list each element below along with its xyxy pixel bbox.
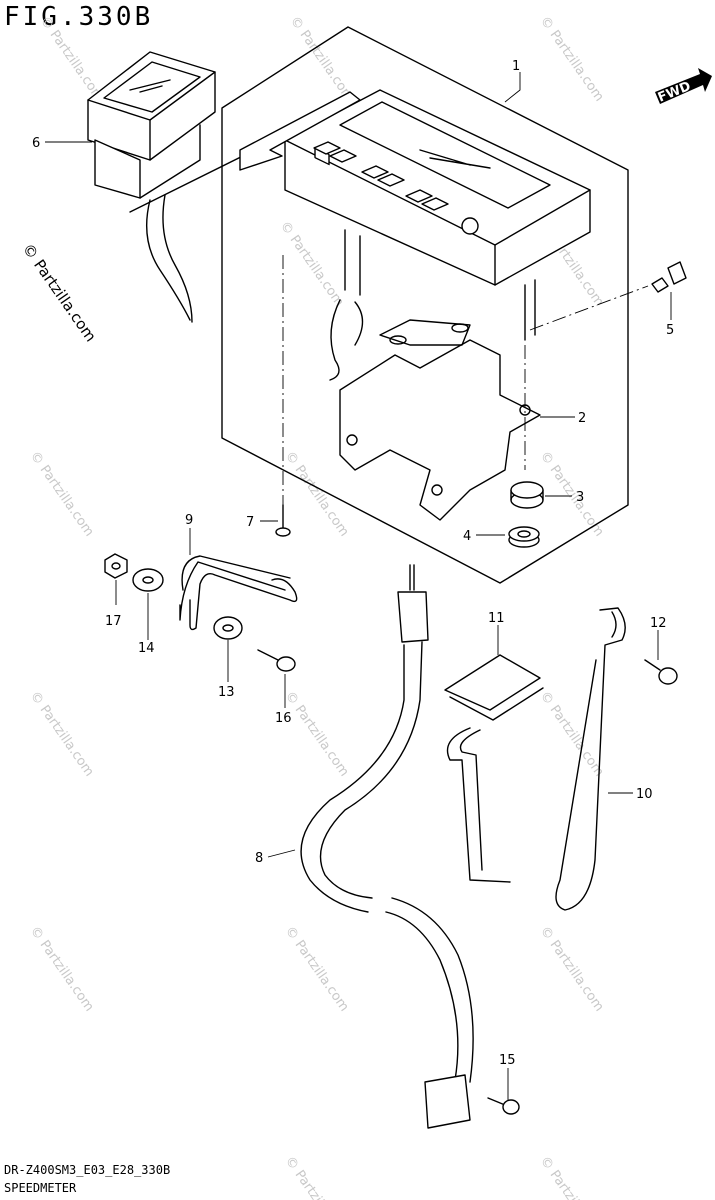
callout-13: 13	[218, 685, 235, 700]
forward-arrow-icon	[655, 68, 712, 104]
callout-8: 8	[255, 851, 263, 866]
part-1-speedometer-unit	[239, 89, 591, 381]
watermark: © Partzilla.com	[537, 924, 607, 1015]
callout-17: 17	[105, 614, 122, 629]
figure-title: FIG.330B	[4, 2, 154, 32]
part-15-screw	[487, 1097, 520, 1115]
part-5-bolt	[651, 261, 687, 293]
watermark: © Partzilla.com	[537, 449, 607, 540]
part-9-clamp	[179, 555, 298, 631]
section-name: SPEEDMETER	[4, 1181, 77, 1195]
watermark: © Partzilla.com	[27, 689, 97, 780]
watermark: © Partzilla.com	[27, 924, 97, 1015]
watermark: © Partzilla.com	[282, 449, 352, 540]
part-12-screw	[644, 659, 678, 685]
watermark: © Partzilla.com	[37, 14, 107, 105]
callout-14: 14	[138, 641, 155, 656]
callout-3: 3	[576, 490, 584, 505]
callout-labels: 1 2 3 4 5 6 7 8 9 10 11 12 13 14 15 16 1…	[32, 59, 674, 1068]
part-7-screw	[275, 504, 291, 537]
fwd-badge: FWD	[655, 68, 712, 106]
callout-15: 15	[499, 1053, 516, 1068]
part-4-spacer	[508, 526, 540, 548]
leader-lines	[45, 72, 672, 1100]
part-10-cable-guide	[555, 607, 626, 911]
diagram-code: DR-Z400SM3_E03_E28_330B	[4, 1163, 171, 1177]
callout-10: 10	[636, 787, 653, 802]
callout-2: 2	[578, 411, 586, 426]
callout-6: 6	[32, 136, 40, 151]
part-17-nut	[104, 553, 128, 579]
callout-9: 9	[185, 513, 193, 528]
assembly-box	[221, 26, 629, 584]
callout-11: 11	[488, 611, 505, 626]
part-13-washer	[213, 616, 243, 640]
part-11-wire-guide	[444, 654, 544, 883]
part-14-washer	[132, 568, 164, 592]
watermark: © Partzilla.com	[282, 924, 352, 1015]
callout-12: 12	[650, 616, 667, 631]
part-16-screw	[257, 649, 296, 672]
watermark: © Partzilla.com	[282, 1154, 352, 1200]
callout-7: 7	[246, 515, 254, 530]
watermark: © Partzilla.com	[537, 689, 607, 780]
part-6-meter-case	[87, 51, 276, 323]
watermark: © Partzilla.com	[282, 689, 352, 780]
watermark: © Partzilla.com	[27, 449, 97, 540]
part-8-speedometer-cable	[300, 564, 474, 1129]
watermark: © Partzilla.com	[537, 14, 607, 105]
part-2-bracket	[339, 319, 541, 521]
callout-1: 1	[512, 59, 520, 74]
callout-5: 5	[666, 323, 674, 338]
watermark-main: © Partzilla.com	[19, 240, 100, 345]
part-3-grommet	[510, 481, 544, 509]
watermark: © Partzilla.com	[537, 1154, 607, 1200]
watermark: © Partzilla.com	[277, 219, 347, 310]
callout-4: 4	[463, 529, 471, 544]
callout-16: 16	[275, 711, 292, 726]
fwd-label: FWD	[656, 79, 693, 106]
